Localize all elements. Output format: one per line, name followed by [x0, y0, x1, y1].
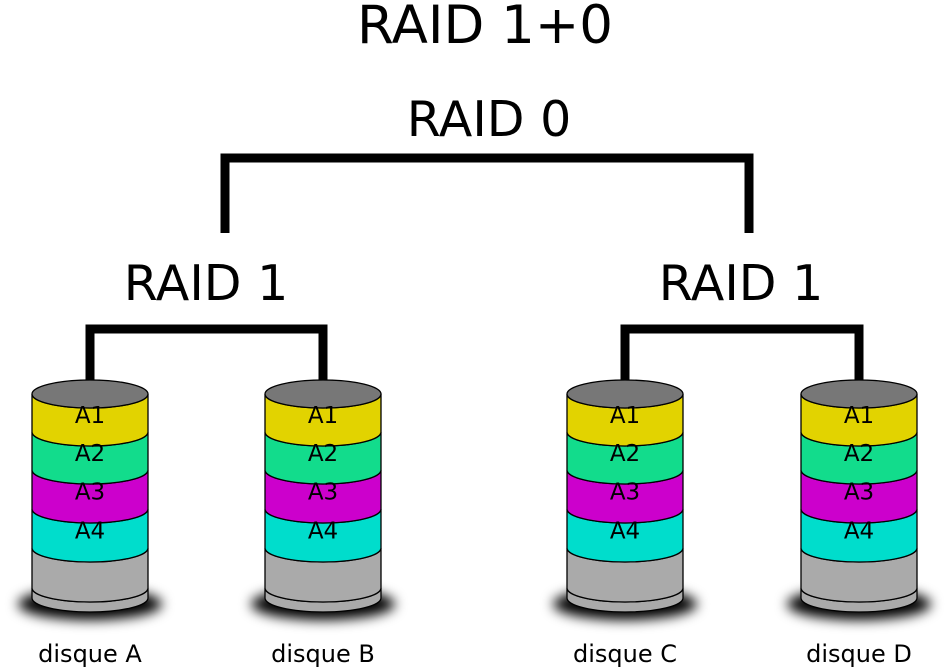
block-label: A1 [308, 403, 338, 429]
block-label: A2 [308, 441, 338, 467]
block-label: A4 [308, 519, 338, 545]
raid1-left-label: RAID 1 [124, 255, 289, 312]
diagram-title: RAID 1+0 [357, 0, 613, 56]
block-label: A1 [844, 403, 874, 429]
raid0-connector [220, 153, 754, 233]
raid1-right-label: RAID 1 [659, 255, 824, 312]
block-label: A2 [75, 441, 105, 467]
block-label: A4 [610, 519, 640, 545]
disk-d-label: disque D [806, 640, 912, 668]
block-label: A1 [75, 403, 105, 429]
block-label: A3 [75, 480, 105, 506]
block-label: A2 [844, 441, 874, 467]
raid1-left-connector [85, 324, 328, 404]
disk-b-label: disque B [271, 640, 375, 668]
block-label: A3 [844, 480, 874, 506]
disk-top-cap [264, 379, 382, 409]
raid1-right-connector [620, 324, 864, 404]
block-label: A3 [610, 480, 640, 506]
block-label: A3 [308, 480, 338, 506]
disk-a-label: disque A [38, 640, 142, 668]
block-label: A4 [844, 519, 874, 545]
disk-top-cap [566, 379, 684, 409]
disk-top-cap [31, 379, 149, 409]
disk-top-cap [800, 379, 918, 409]
block-label: A1 [610, 403, 640, 429]
block-label: A4 [75, 519, 105, 545]
disk-c-label: disque C [573, 640, 677, 668]
block-label: A2 [610, 441, 640, 467]
raid0-label: RAID 0 [407, 91, 572, 148]
